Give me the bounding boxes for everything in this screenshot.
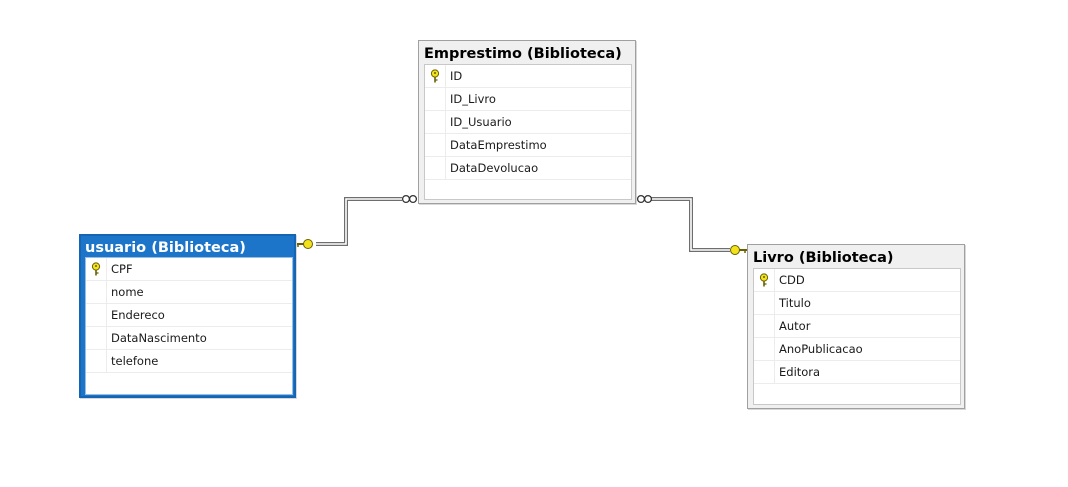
field-name: ID_Usuario	[450, 115, 512, 129]
field-name: Titulo	[779, 296, 811, 310]
field-name: CPF	[111, 262, 133, 276]
field-name: AnoPublicacao	[779, 342, 863, 356]
row-selector[interactable]	[425, 157, 446, 179]
table-field-list: CDD Titulo Autor AnoPublicacao Editora	[753, 268, 961, 405]
field-name: ID_Livro	[450, 92, 496, 106]
row-selector[interactable]	[86, 327, 107, 349]
row-selector[interactable]	[86, 350, 107, 372]
field-name: telefone	[111, 354, 159, 368]
field-name: CDD	[779, 273, 805, 287]
field-name: nome	[111, 285, 144, 299]
field-row[interactable]: ID	[425, 65, 631, 88]
field-row[interactable]: DataDevolucao	[425, 157, 631, 180]
one-end-key-icon	[730, 245, 747, 255]
row-selector[interactable]	[425, 65, 446, 87]
table-field-list: CPF nome Endereco DataNascimento telefon…	[85, 257, 293, 395]
table-field-list: ID ID_Livro ID_Usuario DataEmprestimo Da…	[424, 64, 632, 200]
row-selector[interactable]	[754, 269, 775, 291]
table-emprestimo[interactable]: Emprestimo (Biblioteca) ID ID_Livro	[418, 40, 636, 204]
table-title[interactable]: Emprestimo (Biblioteca)	[424, 46, 622, 62]
primary-key-icon	[91, 262, 101, 276]
field-name: DataDevolucao	[450, 161, 539, 175]
relationship-livro-emprestimo[interactable]	[636, 194, 747, 255]
field-name: DataEmprestimo	[450, 138, 547, 152]
row-selector[interactable]	[86, 304, 107, 326]
table-title[interactable]: Livro (Biblioteca)	[753, 250, 894, 266]
table-livro[interactable]: Livro (Biblioteca) CDD Titulo	[747, 244, 965, 409]
field-row[interactable]: Titulo	[754, 292, 960, 315]
field-row[interactable]: ID_Usuario	[425, 111, 631, 134]
row-selector[interactable]	[754, 292, 775, 314]
field-row[interactable]: telefone	[86, 350, 292, 373]
field-name: Endereco	[111, 308, 165, 322]
table-usuario[interactable]: usuario (Biblioteca) CPF nome	[79, 234, 296, 398]
primary-key-icon	[759, 273, 769, 287]
field-row[interactable]: nome	[86, 281, 292, 304]
table-title[interactable]: usuario (Biblioteca)	[85, 240, 246, 256]
field-name: Editora	[779, 365, 821, 379]
field-row[interactable]: DataEmprestimo	[425, 134, 631, 157]
row-selector[interactable]	[425, 88, 446, 110]
primary-key-icon	[430, 69, 440, 83]
field-row[interactable]: Autor	[754, 315, 960, 338]
relationship-usuario-emprestimo[interactable]	[296, 194, 418, 249]
one-end-key-icon	[296, 239, 313, 249]
field-name: Autor	[779, 319, 811, 333]
row-selector[interactable]	[425, 134, 446, 156]
row-selector[interactable]	[86, 258, 107, 280]
row-selector[interactable]	[425, 111, 446, 133]
many-end-infinity-icon	[636, 194, 653, 204]
field-row[interactable]: ID_Livro	[425, 88, 631, 111]
row-selector[interactable]	[754, 361, 775, 383]
field-name: DataNascimento	[111, 331, 207, 345]
field-row[interactable]: Endereco	[86, 304, 292, 327]
field-row[interactable]: CPF	[86, 258, 292, 281]
field-row[interactable]: CDD	[754, 269, 960, 292]
many-end-infinity-icon	[401, 194, 418, 204]
field-row[interactable]: Editora	[754, 361, 960, 384]
field-name: ID	[450, 69, 463, 83]
row-selector[interactable]	[754, 315, 775, 337]
field-row[interactable]: AnoPublicacao	[754, 338, 960, 361]
field-row[interactable]: DataNascimento	[86, 327, 292, 350]
row-selector[interactable]	[754, 338, 775, 360]
row-selector[interactable]	[86, 281, 107, 303]
